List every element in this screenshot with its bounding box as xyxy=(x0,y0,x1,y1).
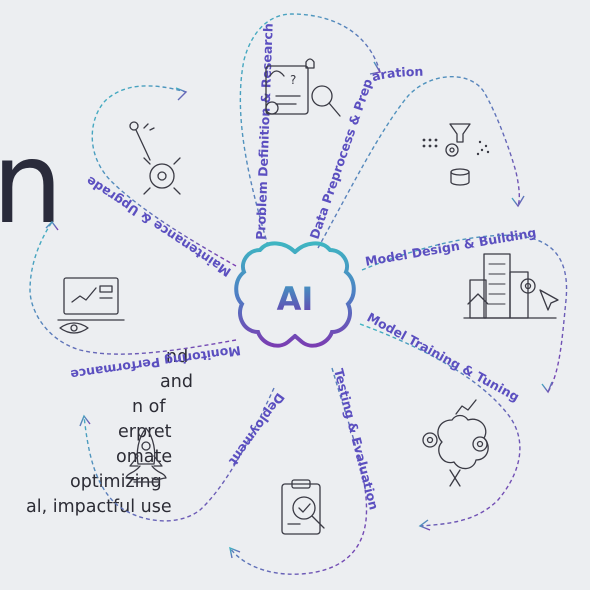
label-deployment: Deployment xyxy=(226,390,288,468)
ai-center-label: AI xyxy=(277,280,314,318)
arrow-head xyxy=(79,414,91,427)
label-model-training: Model Training & Tuning xyxy=(365,309,522,404)
rocket-launch-icon xyxy=(125,427,167,483)
paragraph-line: and xyxy=(160,372,193,392)
paragraph-line: nd xyxy=(166,347,189,367)
paragraph-line: al, impactful use xyxy=(26,497,172,517)
label-maintenance: Maintenance & Upgrade xyxy=(83,173,233,280)
background-big-letter: n xyxy=(0,119,63,249)
clipboard-magnifier-icon xyxy=(281,479,325,535)
label-data-preparation: Data Preprocess & Preparation xyxy=(307,64,424,241)
building-design-icon xyxy=(463,253,559,319)
label-problem-definition: Problem Definition & Research xyxy=(253,23,276,240)
petal-outlines xyxy=(29,13,568,575)
petal-monitoring xyxy=(29,221,237,355)
svg-text:?: ? xyxy=(290,73,296,87)
arrow-head xyxy=(511,195,525,208)
label-model-design: Model Design & Building xyxy=(364,225,537,269)
ideas-research-icon: ? xyxy=(265,58,341,117)
brain-gears-icon xyxy=(422,399,489,487)
arrow-head xyxy=(541,381,553,394)
petal-testing xyxy=(229,367,368,575)
monitor-eye-icon xyxy=(57,277,125,334)
petal-model-design xyxy=(361,234,568,393)
flow-arrows xyxy=(45,61,553,559)
wrench-gear-icon xyxy=(129,121,181,195)
petal-data-preparation xyxy=(317,76,521,249)
paragraph-line: erpret xyxy=(118,422,172,442)
arrow-head xyxy=(229,546,241,559)
paragraph-line: optimizing xyxy=(70,472,162,492)
label-testing: Testing & Evaluation xyxy=(331,367,382,511)
arrow-head xyxy=(175,87,188,101)
paragraph-line: n of xyxy=(132,397,166,417)
petal-model-training xyxy=(359,323,521,527)
petal-maintenance xyxy=(91,85,237,267)
ai-brain-icon xyxy=(234,241,356,348)
petal-deployment xyxy=(83,387,275,522)
arrow-head xyxy=(45,220,59,231)
petal-problem-definition xyxy=(239,13,381,247)
data-funnel-icon xyxy=(422,123,490,186)
arrow-head xyxy=(418,519,431,531)
label-monitoring: Monitoring Performance xyxy=(69,343,241,382)
arrow-head xyxy=(369,61,382,75)
